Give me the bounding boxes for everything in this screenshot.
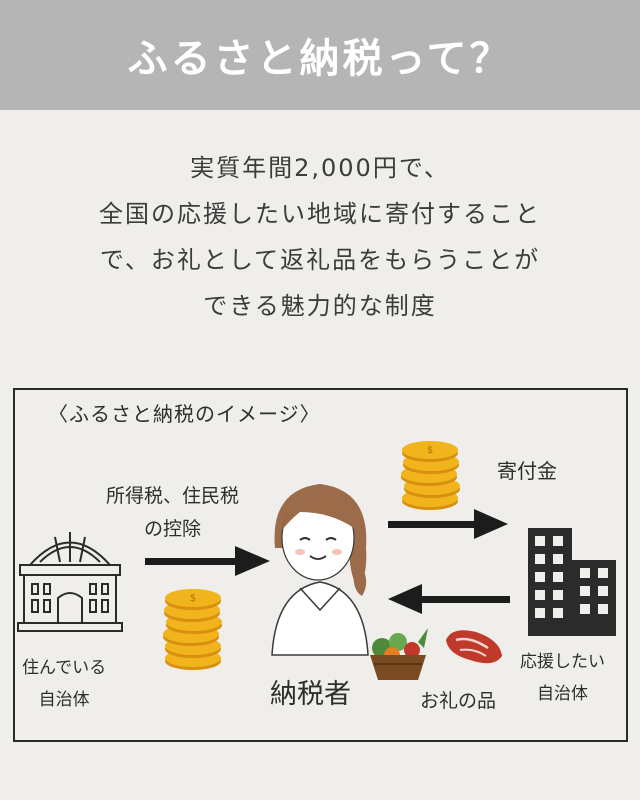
vegetable-basket-icon xyxy=(370,628,428,680)
coin-stack-icon: $ xyxy=(163,589,222,670)
bank-building-icon xyxy=(17,532,123,632)
diagram-frame xyxy=(13,388,628,742)
person-icon xyxy=(271,484,369,656)
donation-label: 寄付金 xyxy=(497,459,557,483)
home-municipality-line: 自治体 xyxy=(38,690,90,710)
office-building-icon xyxy=(528,528,616,636)
coin-stack-icon: $ xyxy=(401,441,460,510)
support-municipality-label: 応援したい 自治体 xyxy=(520,646,605,710)
support-municipality-line: 自治体 xyxy=(537,684,588,704)
intro-text: 実質年間2,000円で、 全国の応援したい地域に寄付すること で、お礼として返礼… xyxy=(0,145,640,329)
diagram-title: 〈ふるさと納税のイメージ〉 xyxy=(48,402,321,426)
taxpayer-label: 納税者 xyxy=(270,679,351,710)
deduction-line: の控除 xyxy=(144,518,202,540)
deduction-line: 所得税、住民税 xyxy=(106,485,240,507)
home-municipality-line: 住んでいる xyxy=(22,658,107,678)
support-municipality-line: 応援したい xyxy=(520,652,605,672)
page-title: ふるさと納税って？ xyxy=(127,36,513,82)
meat-icon xyxy=(446,630,502,664)
intro-line: 全国の応援したい地域に寄付すること xyxy=(99,200,541,228)
intro-line: 実質年間2,000円で、 xyxy=(190,154,450,182)
svg-text:$: $ xyxy=(427,445,433,456)
header-bar: ふるさと納税って？ xyxy=(0,0,640,110)
intro-line: できる魅力的な制度 xyxy=(203,292,437,320)
svg-text:$: $ xyxy=(190,593,196,604)
arrow-icon xyxy=(145,546,270,576)
gift-label: お礼の品 xyxy=(420,690,497,712)
home-municipality-label: 住んでいる 自治体 xyxy=(22,652,106,716)
intro-line: で、お礼として返礼品をもらうことが xyxy=(99,246,541,274)
deduction-label: 所得税、住民税 の控除 xyxy=(106,480,239,546)
arrow-icon xyxy=(388,509,508,539)
arrow-icon xyxy=(388,584,510,614)
